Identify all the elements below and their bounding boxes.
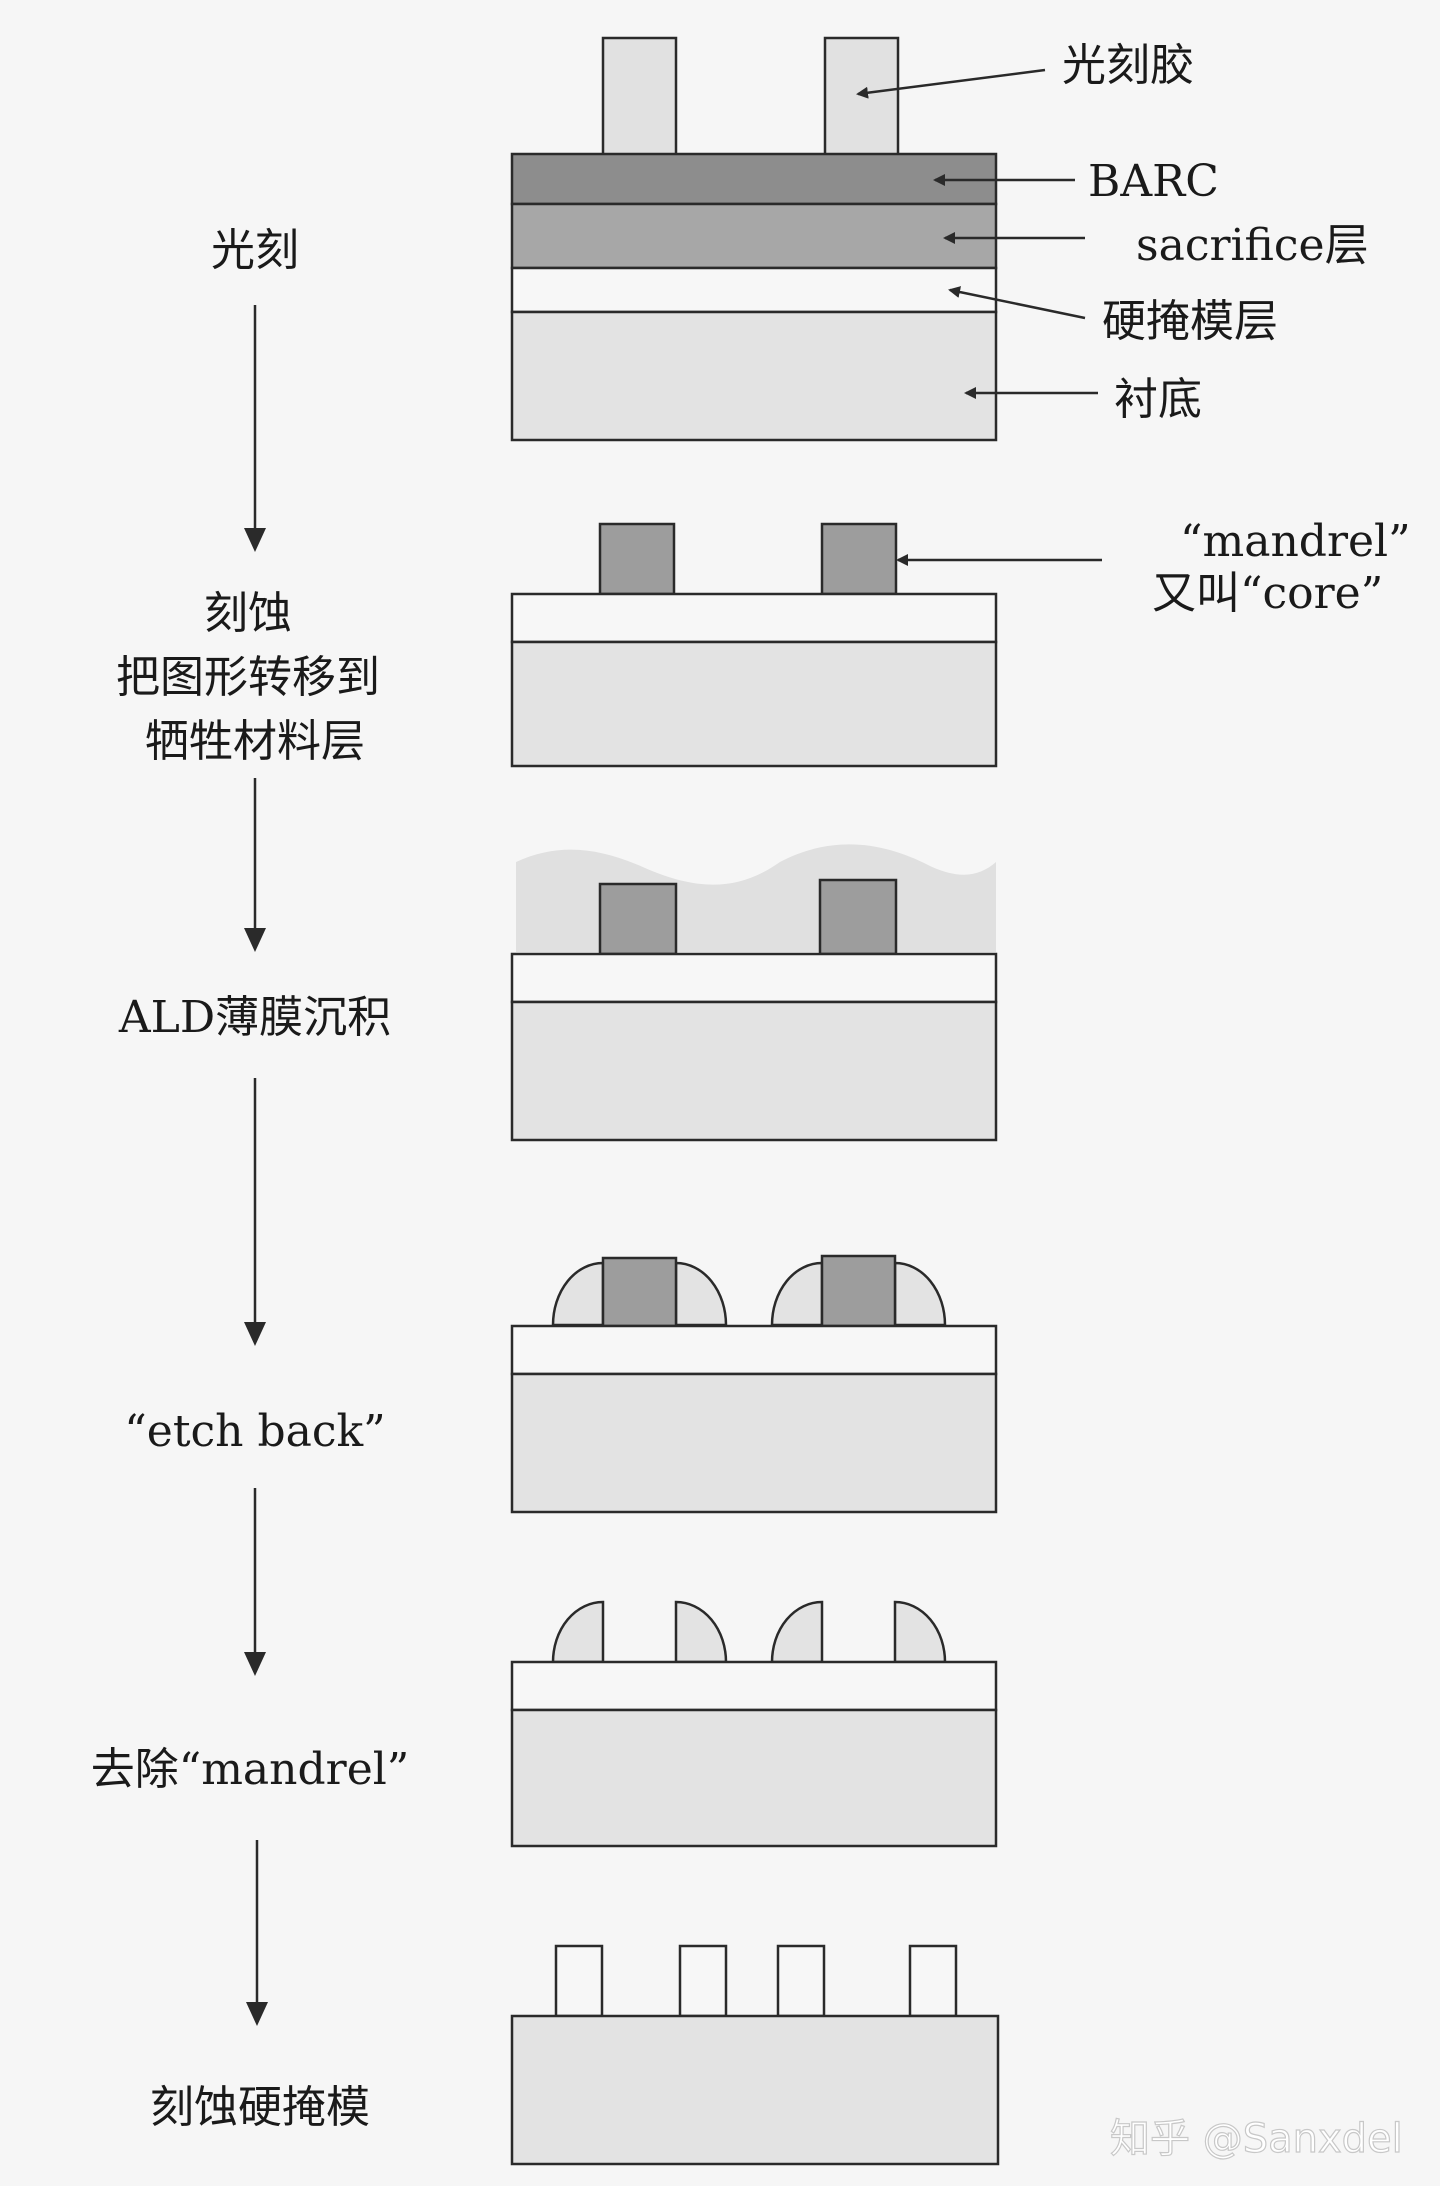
mandrel-right — [818, 878, 898, 956]
spacer — [770, 1261, 824, 1327]
spacer — [893, 1261, 947, 1327]
stage-mandrel-etch — [510, 522, 998, 768]
hardmask-line — [776, 1944, 826, 2018]
barc-layer — [510, 152, 998, 206]
hardmask-layer — [510, 266, 998, 314]
hardmask-line — [554, 1944, 604, 2018]
mandrel-left — [598, 522, 676, 596]
hardmask-layer — [510, 1324, 998, 1376]
flow-arrow-3-head — [244, 1322, 266, 1346]
callout-arrow-photoresist — [856, 68, 1046, 99]
stage-hardmask-etched — [510, 1944, 1000, 2166]
substrate-layer — [510, 1372, 998, 1514]
callout-substrate: 衬底 — [1114, 374, 1202, 425]
spacer — [674, 1600, 728, 1664]
callout-arrow-hardmask — [948, 286, 1086, 320]
callout-barc: BARC — [1088, 156, 1219, 207]
ald-conformal-film — [516, 844, 996, 952]
hardmask-line — [678, 1944, 728, 2018]
substrate-layer — [510, 2014, 1000, 2166]
flow-arrow-2-head — [244, 928, 266, 952]
photoresist-block-left — [601, 36, 678, 158]
mandrel-left — [598, 882, 678, 956]
substrate-layer — [510, 1000, 998, 1142]
flow-arrow-1-head — [244, 528, 266, 552]
watermark: 知乎 @Sanxdel — [1110, 2116, 1403, 2162]
step-label-remove-mandrel: 去除“mandrel” — [91, 1744, 410, 1795]
mandrel-right — [820, 1254, 897, 1328]
stage-mandrel-removed — [510, 1600, 998, 1848]
sacrifice-layer — [510, 202, 998, 270]
callout-core: 又叫“core” — [1152, 568, 1383, 619]
step-label-etch-back: “etch back” — [124, 1406, 385, 1457]
hardmask-layer — [510, 1660, 998, 1712]
spacer — [551, 1600, 605, 1664]
flow-arrow-5-head — [246, 2002, 268, 2026]
step-label-etch-hardmask: 刻蚀硬掩模 — [150, 2082, 370, 2133]
spacer — [674, 1261, 728, 1327]
hardmask-line — [908, 1944, 958, 2018]
spacer — [770, 1600, 824, 1664]
stage-etch-back — [510, 1254, 998, 1514]
stage-ald — [510, 844, 998, 1142]
mandrel-left — [601, 1256, 678, 1328]
spacer — [893, 1600, 947, 1664]
layer-callouts: 光刻胶 BARC sacrifice层 硬掩模层 衬底 “mandrel” 又叫… — [856, 40, 1411, 619]
step-label-lithography: 光刻 — [211, 225, 299, 276]
substrate-layer — [510, 310, 998, 442]
stage-lithography — [510, 36, 998, 442]
photoresist-block-right — [823, 36, 900, 158]
callout-sacrifice: sacrifice层 — [1136, 220, 1369, 271]
spacer — [551, 1261, 605, 1327]
step-label-ald-deposition: ALD薄膜沉积 — [118, 992, 391, 1043]
step-label-etch-transfer: 刻蚀 把图形转移到 牺牲材料层 — [116, 588, 394, 767]
callout-hardmask: 硬掩模层 — [1102, 296, 1278, 347]
substrate-layer — [510, 640, 998, 768]
process-flow: 光刻 刻蚀 把图形转移到 牺牲材料层 ALD薄膜沉积 “etch back” 去… — [91, 225, 410, 2133]
hardmask-layer — [510, 952, 998, 1004]
flow-arrow-4-head — [244, 1652, 266, 1676]
hardmask-layer — [510, 592, 998, 644]
callout-photoresist: 光刻胶 — [1062, 40, 1194, 91]
substrate-layer — [510, 1708, 998, 1848]
callout-mandrel: “mandrel” — [1180, 516, 1411, 567]
mandrel-right — [820, 522, 898, 596]
